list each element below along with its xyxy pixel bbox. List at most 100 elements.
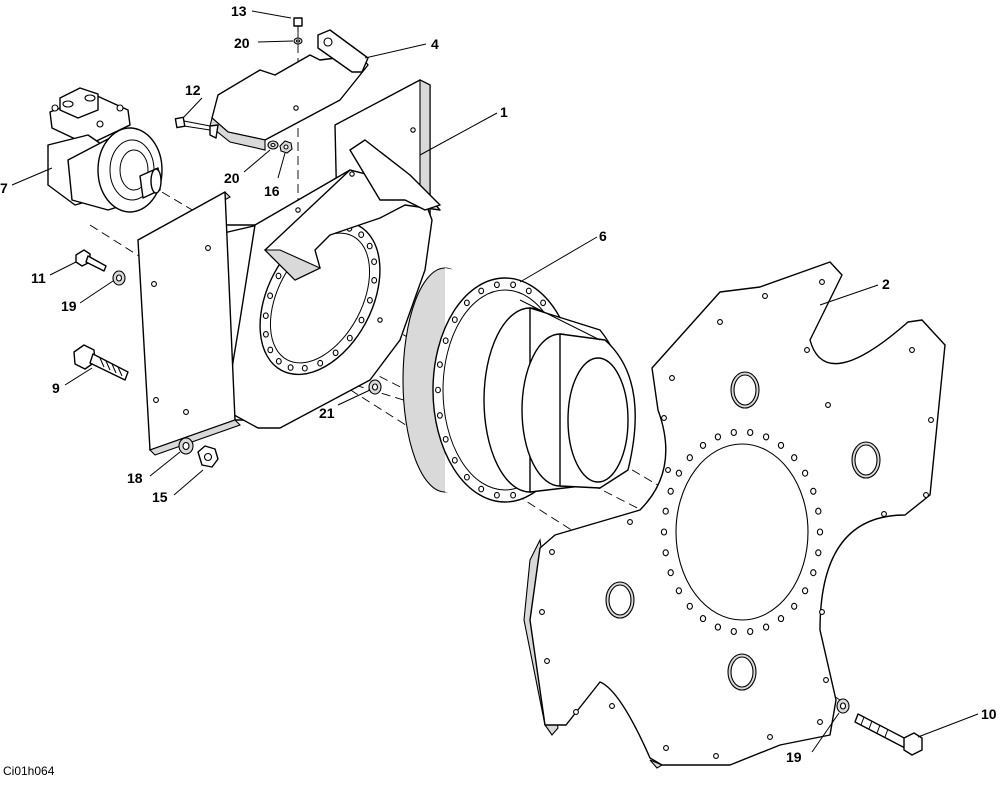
plate-edge-hole (823, 677, 829, 683)
plate-edge-hole (661, 415, 667, 421)
washer-part-21 (368, 379, 382, 395)
housing-ring-hole (262, 312, 269, 320)
callout-10: 10 (981, 706, 997, 722)
mounting-plate-part-2 (523, 261, 946, 769)
plate-bolt-hole (810, 569, 817, 577)
callout-20-top: 20 (234, 35, 250, 51)
washer-part-18 (178, 437, 194, 455)
plate-edge-hole (817, 719, 823, 725)
callout-2: 2 (882, 276, 890, 292)
hub-flange-hole (451, 316, 458, 324)
plate-edge-hole (665, 467, 671, 473)
callout-labels: 13 20 4 12 1 20 16 7 6 2 11 19 9 21 18 1… (0, 3, 997, 765)
housing-ring-hole (287, 364, 294, 371)
hub-flange-hole (493, 491, 500, 499)
housing-ring-hole (267, 292, 274, 300)
plate-bolt-hole (747, 627, 754, 636)
plate-bolt-hole (660, 528, 668, 536)
housing-ring-hole (371, 276, 378, 284)
plate-bolt-hole (667, 487, 674, 495)
plate-bolt-hole (762, 433, 770, 441)
housing-ring-hole (317, 359, 324, 367)
callout-13: 13 (231, 3, 247, 19)
callout-16: 16 (264, 183, 280, 199)
plate-bolt-hole (777, 615, 785, 623)
housing-ring-hole (267, 346, 274, 354)
callout-6: 6 (599, 228, 607, 244)
washer-part-19-right (836, 698, 850, 714)
plate-bolt-hole (686, 602, 693, 610)
callout-leader-lines (11, 10, 979, 753)
bolt-part-9 (73, 344, 129, 381)
plate-edge-hole (713, 753, 719, 759)
hub-flange-hole (442, 435, 449, 443)
housing-ring-hole (366, 296, 373, 304)
plate-bolt-hole (667, 569, 674, 577)
bracket-part-4 (209, 29, 369, 151)
plate-edge-hole (669, 375, 675, 381)
plate-edge-hole (539, 609, 545, 615)
hub-flange-hole (463, 473, 470, 481)
plate-bolt-hole (777, 441, 785, 449)
gearbox-part-6 (402, 267, 636, 503)
housing-ring-hole (366, 242, 373, 250)
screw-part-13 (293, 17, 303, 32)
plate-bolt-hole (730, 428, 737, 437)
hub-flange-hole (451, 456, 458, 464)
plate-bolt-hole (810, 487, 817, 495)
housing-ring-hole (275, 357, 282, 365)
plate-bolt-hole (791, 454, 798, 462)
plate-bolt-hole (675, 587, 683, 595)
plate-bolt-hole (816, 528, 824, 536)
hub-flange-hole (436, 412, 443, 419)
callout-7: 7 (0, 180, 8, 196)
plate-edge-hole (819, 279, 825, 285)
callout-18: 18 (127, 470, 143, 486)
hub-flange-hole (478, 287, 485, 295)
plate-edge-hole (928, 417, 934, 423)
plate-bolt-hole (791, 602, 798, 610)
plate-bolt-hole (699, 615, 707, 623)
plate-bolt-hole (801, 587, 809, 595)
plate-bolt-circle-holes (660, 428, 824, 636)
hub-flange-hole (525, 287, 532, 295)
plate-bolt-hole (714, 433, 722, 441)
plate-edge-hole (767, 734, 773, 740)
plate-edge-hole (825, 402, 831, 408)
housing-ring-hole (275, 272, 282, 280)
plate-bolt-hole (662, 549, 669, 557)
plate-edge-hole (909, 347, 915, 353)
plate-edge-hole (544, 658, 550, 664)
plate-edge-hole (804, 347, 810, 353)
hub-flange-hole (493, 281, 500, 289)
housing-ring-hole (332, 349, 339, 357)
washer-part-19-left (112, 270, 126, 286)
hub-flange-hole (435, 386, 441, 394)
plate-bolt-hole (675, 469, 683, 477)
housing-ring-hole (346, 334, 353, 342)
washer-part-20-lower (267, 140, 279, 150)
callout-20-lower: 20 (224, 170, 240, 186)
hub-flange-hole (510, 491, 517, 499)
hydraulic-motor-part-7 (47, 87, 163, 213)
motor-adapter-plate (137, 191, 242, 456)
plate-bolt-hole (714, 623, 722, 631)
housing-ring-hole (301, 364, 308, 372)
callout-4: 4 (431, 36, 439, 52)
housing-ring-hole (358, 316, 365, 324)
callout-15: 15 (152, 489, 168, 505)
callout-12: 12 (185, 82, 201, 98)
drawing-code: Ci01h064 (3, 764, 55, 778)
plate-edge-hole (819, 609, 825, 615)
plate-bolt-hole (662, 507, 669, 515)
plate-bolt-hole (730, 627, 737, 636)
plate-bolt-hole (801, 469, 809, 477)
callout-19-right: 19 (786, 749, 802, 765)
plate-bolt-hole (762, 623, 770, 631)
plate-edge-hole (717, 319, 723, 325)
housing-ring-hole (262, 330, 269, 338)
plate-bolt-hole (815, 507, 822, 515)
plate-edge-hole (549, 549, 555, 555)
plate-bolt-hole (815, 549, 822, 557)
